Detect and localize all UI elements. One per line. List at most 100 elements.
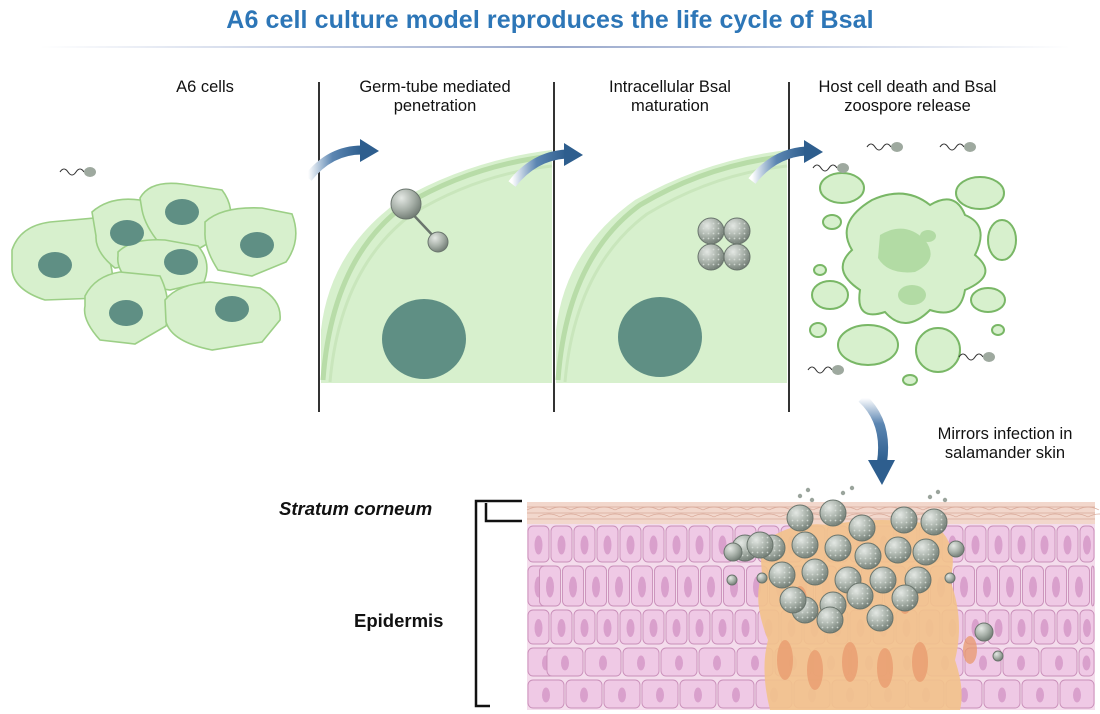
scale <box>724 506 748 511</box>
zoospore-body <box>726 574 738 586</box>
epidermal-nucleus <box>1036 687 1044 703</box>
scale <box>581 513 605 518</box>
scale <box>1021 513 1045 518</box>
epidermal-nucleus <box>960 687 968 703</box>
curved-arrow-icon <box>748 140 823 184</box>
epidermal-nucleus <box>592 576 600 598</box>
epidermal-nucleus <box>615 576 623 598</box>
stage-label-zoospore-release: Host cell death and Bsal zoospore releas… <box>818 78 997 115</box>
sporangium-icon <box>786 504 814 532</box>
epidermal-nucleus <box>580 619 589 637</box>
debris <box>797 493 803 499</box>
a6-nuclei <box>38 199 274 326</box>
epidermal-nucleus <box>707 576 715 598</box>
scale <box>735 513 759 518</box>
epidermal-nucleus <box>1040 535 1049 555</box>
scale <box>713 513 737 518</box>
epidermal-nucleus <box>656 687 664 703</box>
sporangium-icon <box>891 584 919 612</box>
figure-title: A6 cell culture model reproduces the lif… <box>226 6 874 34</box>
scale <box>1032 506 1056 511</box>
epidermal-nucleus <box>695 535 704 555</box>
sporangium-icon <box>768 561 796 589</box>
curved-arrow-icon <box>858 394 895 485</box>
sporangium-icon <box>824 534 852 562</box>
curved-arrow-icon <box>304 139 379 181</box>
curved-arrow-icon <box>508 143 583 187</box>
epidermal-nucleus <box>534 535 543 555</box>
epidermal-nucleus <box>603 535 612 555</box>
scale <box>768 506 792 511</box>
epidermal-nucleus <box>569 576 577 598</box>
epidermal-nucleus <box>1052 576 1060 598</box>
sporangium-icon <box>791 531 819 559</box>
scale <box>570 506 594 511</box>
scale <box>658 506 682 511</box>
debris <box>805 487 811 493</box>
sporangium-icon <box>854 542 882 570</box>
sporangium-icon <box>801 558 829 586</box>
epidermal-nucleus <box>998 687 1006 703</box>
epidermal-nucleus <box>1040 619 1049 637</box>
sporangium-icon <box>866 604 894 632</box>
sporangium-icon <box>846 582 874 610</box>
scale <box>757 513 781 518</box>
epidermal-nucleus <box>561 655 569 671</box>
scale <box>669 513 693 518</box>
title-underline <box>40 46 1070 48</box>
host-cell-maturation <box>555 150 788 383</box>
epidermal-nucleus <box>638 576 646 598</box>
sporangium-icon <box>912 538 940 566</box>
epidermal-nucleus <box>580 535 589 555</box>
epidermal-nucleus <box>979 655 987 671</box>
panel-dividers <box>318 82 790 412</box>
epidermal-nucleus <box>546 576 554 598</box>
scale <box>537 513 561 518</box>
epidermal-nucleus <box>1017 535 1026 555</box>
scale <box>977 513 1001 518</box>
scale <box>988 506 1012 511</box>
epidermal-nucleus <box>713 655 721 671</box>
epidermal-nucleus <box>626 619 635 637</box>
scale <box>922 506 946 511</box>
zoospore-icon <box>59 166 97 178</box>
scale <box>944 506 968 511</box>
epidermal-nucleus <box>1075 576 1083 598</box>
germ-tube-tip-icon <box>427 231 449 253</box>
epidermal-nucleus <box>626 535 635 555</box>
debris <box>840 490 846 496</box>
scale <box>1087 513 1100 518</box>
epidermal-nucleus <box>1082 655 1091 671</box>
layer-brackets <box>474 499 522 708</box>
zoospore-body <box>944 572 956 584</box>
scale <box>691 513 715 518</box>
epidermal-nucleus <box>684 576 692 598</box>
epidermal-nucleus <box>695 619 704 637</box>
epidermal-nucleus <box>694 687 702 703</box>
epidermal-nucleus <box>1063 535 1072 555</box>
epidermal-nucleus <box>557 619 566 637</box>
epidermal-nucleus <box>661 576 669 598</box>
debris <box>942 497 948 503</box>
scale <box>636 506 660 511</box>
scale <box>647 513 671 518</box>
scale <box>1076 506 1100 511</box>
epidermis-label: Epidermis <box>354 610 444 631</box>
scale <box>559 513 583 518</box>
epidermal-nucleus <box>534 619 543 637</box>
debris <box>935 489 941 495</box>
epidermal-nucleus <box>994 535 1003 555</box>
epidermal-nucleus <box>675 655 683 671</box>
stratum-corneum <box>526 502 1100 524</box>
scale <box>625 513 649 518</box>
host-cell-penetration <box>320 150 553 383</box>
epidermal-nucleus <box>741 619 750 637</box>
epidermal-nucleus <box>599 655 607 671</box>
zoospore-body <box>947 540 965 558</box>
epidermal-nucleus <box>603 619 612 637</box>
epidermal-nucleus <box>732 687 740 703</box>
cytoplasm-remnants <box>878 228 936 305</box>
scale <box>548 506 572 511</box>
